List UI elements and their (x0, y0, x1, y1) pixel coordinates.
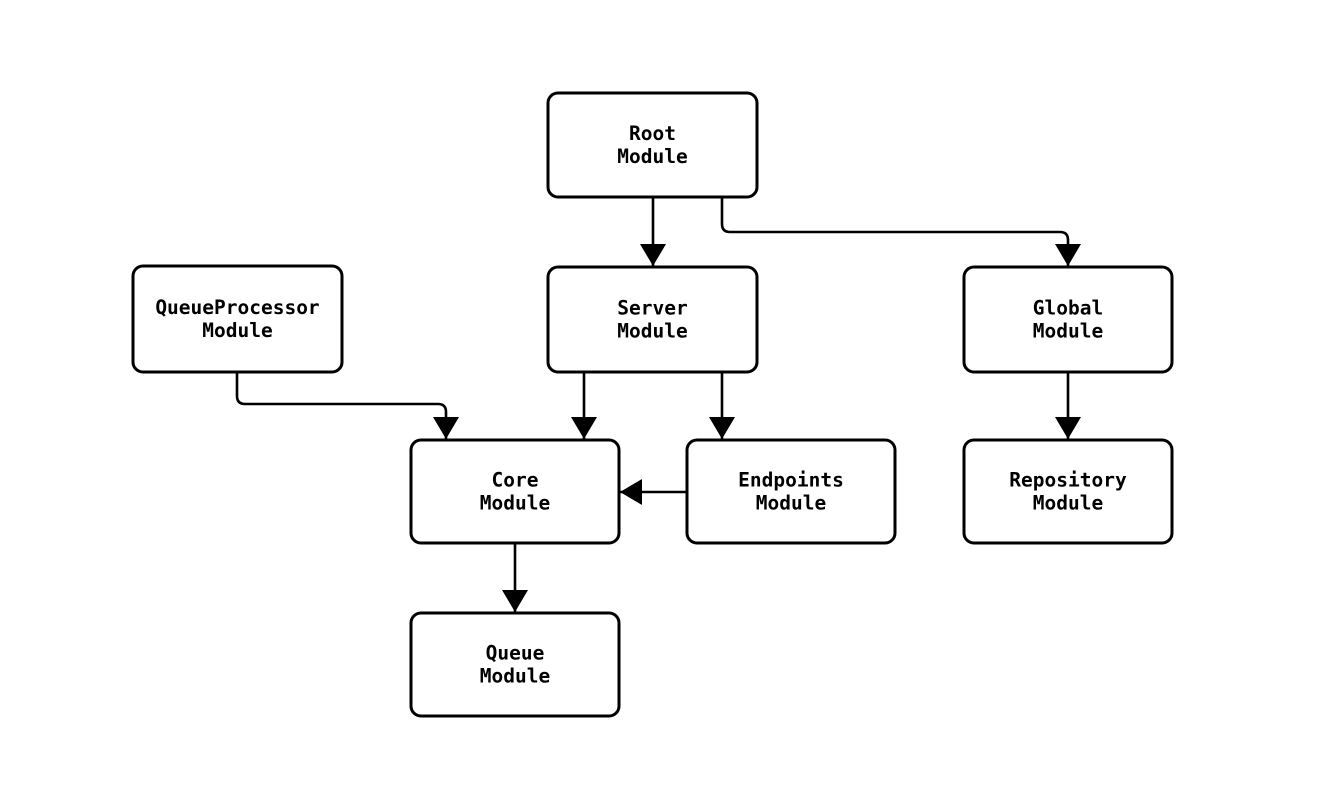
node-box-repository (962, 438, 1174, 545)
node-box-endpoints (685, 438, 897, 545)
node-box-queueprocessor (131, 264, 344, 374)
node-box-server (546, 265, 759, 374)
node-box-global (962, 265, 1174, 374)
node-box-core (409, 438, 621, 545)
node-box-root (546, 91, 759, 199)
edges-layer (235, 197, 1081, 612)
node-box-queue (409, 611, 621, 718)
edge-queueprocessor-to-core (235, 372, 459, 439)
edge-root-to-global (720, 197, 1081, 266)
